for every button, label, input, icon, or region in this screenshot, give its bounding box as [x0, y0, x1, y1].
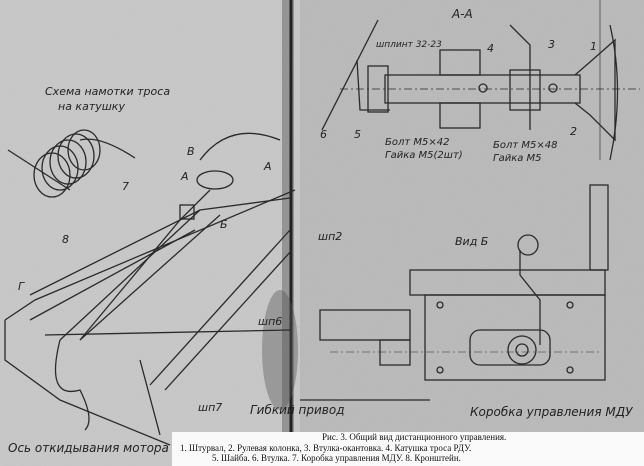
pulley-shp2: шп2: [318, 230, 342, 243]
nut-2-label: Гайка М5: [493, 153, 542, 164]
part-6: 6: [320, 128, 327, 141]
cotter-pin-label: шплинт 32-23: [376, 40, 442, 50]
drawing-lines: [4, 19, 640, 446]
marker-a1: А: [180, 170, 189, 183]
marker-b: Б: [220, 218, 228, 231]
motor-axis-label: Ось откидывания мотора: [8, 441, 169, 455]
nut-1-label: Гайка М5(2шт): [385, 150, 463, 161]
view-b-label: Вид Б: [455, 235, 488, 248]
section-label: А-А: [451, 7, 473, 21]
pulley-shp7: шп7: [198, 401, 222, 414]
caption-parts-2: 5. Шайба. 6. Втулка. 7. Коробка управлен…: [212, 453, 461, 463]
part-2: 2: [570, 125, 577, 138]
caption-parts-1: 1. Штурвал, 2. Рулевая колонка, 3. Втулк…: [180, 442, 472, 453]
part-8: 8: [62, 233, 69, 246]
part-7: 7: [122, 180, 129, 193]
winding-title-line1: Схема намотки троса: [45, 85, 170, 98]
part-4: 4: [487, 42, 494, 55]
boat-stern-perspective: [4, 132, 296, 446]
coil-diagram: [7, 129, 136, 198]
figure-caption: Рис. 3. Общий вид дистанционного управле…: [172, 432, 644, 466]
marker-v: В: [187, 145, 195, 158]
part-1: 1: [590, 40, 597, 53]
pulley-shp6: шп6: [258, 315, 282, 328]
bolt-1-label: Болт М5×42: [385, 137, 449, 148]
part-3: 3: [548, 38, 555, 51]
section-a-a: [321, 19, 640, 161]
caption-title: Рис. 3. Общий вид дистанционного управле…: [322, 432, 507, 442]
control-box-label: Коробка управления МДУ: [470, 405, 633, 419]
marker-g: Г: [18, 280, 25, 293]
view-b: [300, 184, 609, 401]
bolt-2-label: Болт М5×48: [493, 140, 557, 151]
part-5: 5: [354, 128, 361, 141]
marker-a2: А: [263, 160, 272, 173]
flexible-drive-label: Гибкий привод: [250, 403, 345, 417]
winding-title-line2: на катушку: [58, 100, 125, 113]
